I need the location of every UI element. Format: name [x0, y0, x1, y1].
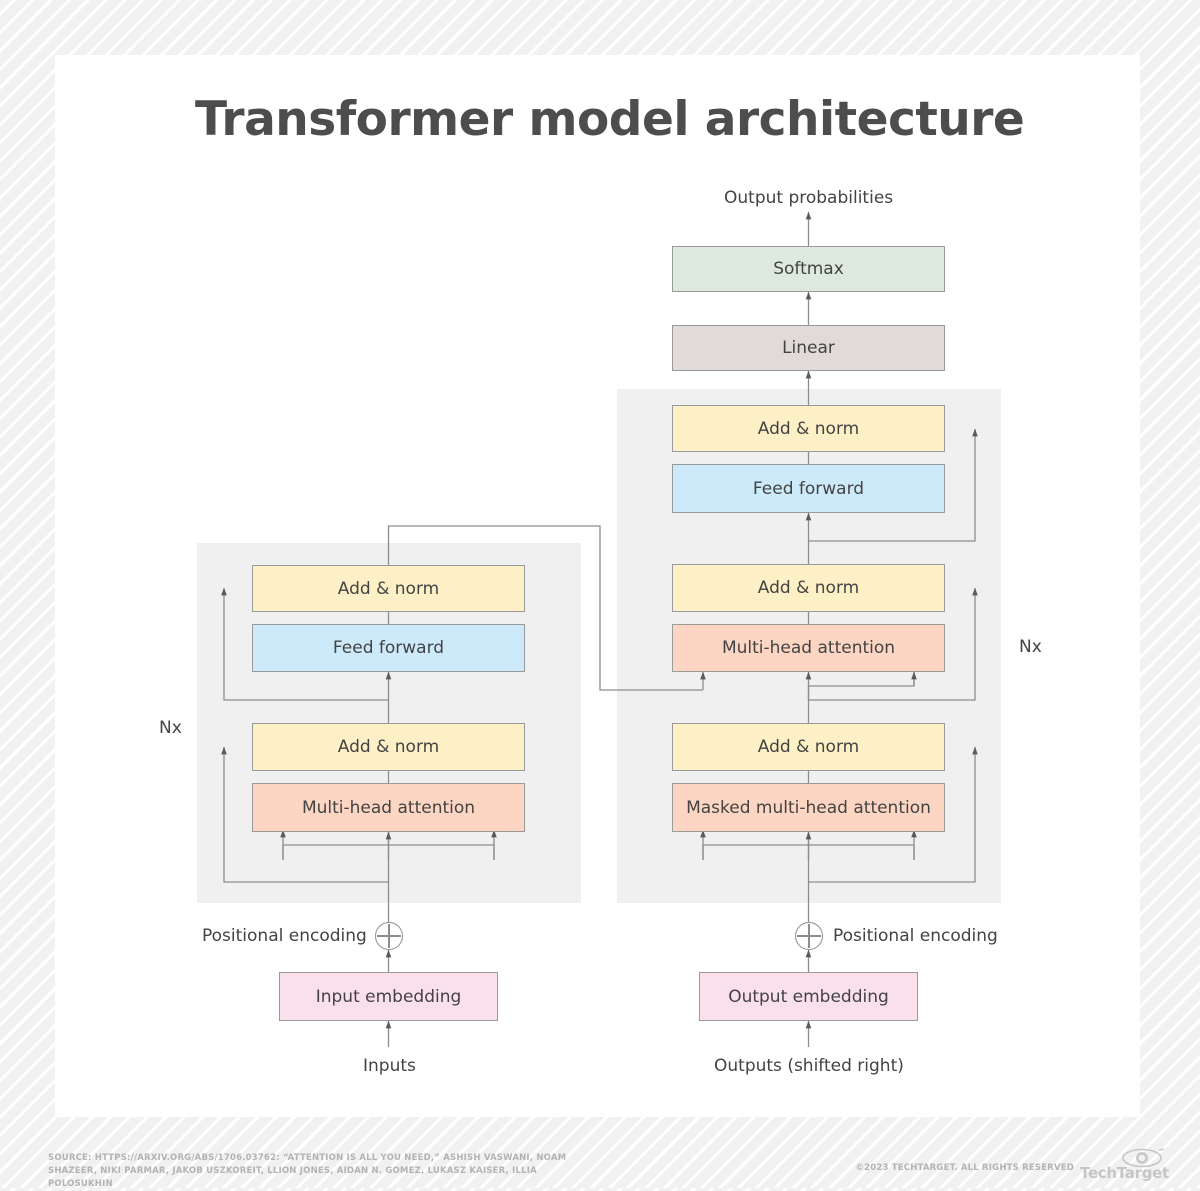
- encoder-input-label: Inputs: [363, 1056, 416, 1076]
- decoder-output-embedding-label: Output embedding: [728, 986, 889, 1007]
- decoder-positional-encoding-add-icon: [795, 922, 823, 950]
- encoder-feed-forward-label: Feed forward: [332, 638, 445, 658]
- encoder-add-norm-top-label: Add & norm: [337, 578, 440, 599]
- decoder-feed-forward-box: Feed forward: [672, 464, 945, 513]
- footer-source-text: SOURCE: HTTPS://ARXIV.ORG/ABS/1706.03762…: [48, 1153, 567, 1189]
- footer-copyright-text: ©2023 TECHTARGET. ALL RIGHTS RESERVED: [855, 1163, 1074, 1173]
- decoder-softmax-label: Softmax: [773, 259, 844, 279]
- encoder-multi-head-attention-box: Multi-head attention: [252, 783, 525, 832]
- decoder-add-norm-top-label: Add & norm: [757, 418, 860, 439]
- decoder-softmax-box: Softmax: [672, 246, 945, 292]
- encoder-add-norm-top-box: Add & norm: [252, 565, 525, 612]
- decoder-add-norm-top-box: Add & norm: [672, 405, 945, 452]
- decoder-linear-box: Linear: [672, 325, 945, 371]
- encoder-add-norm-bottom-label: Add & norm: [337, 737, 440, 757]
- page-title: Transformer model architecture: [195, 92, 1025, 147]
- decoder-input-label: Outputs (shifted right): [714, 1056, 904, 1076]
- techtarget-wordmark: TechTarget: [1080, 1164, 1169, 1182]
- techtarget-logo: TechTarget: [1080, 1148, 1172, 1182]
- decoder-multi-head-attention-box: Multi-head attention: [672, 624, 945, 672]
- encoder-input-embedding-box: Input embedding: [279, 972, 498, 1021]
- encoder-multi-head-attention-label: Multi-head attention: [301, 797, 476, 818]
- decoder-feed-forward-label: Feed forward: [752, 478, 865, 499]
- encoder-input-embedding-label: Input embedding: [315, 986, 462, 1007]
- encoder-feed-forward-box: Feed forward: [252, 624, 525, 672]
- decoder-positional-encoding-label: Positional encoding: [833, 926, 998, 946]
- decoder-multi-head-attention-label: Multi-head attention: [721, 638, 896, 658]
- decoder-masked-multi-head-attention-label: Masked multi-head attention: [686, 797, 931, 818]
- encoder-positional-encoding-label: Positional encoding: [202, 926, 367, 946]
- decoder-repeat-label: Nx: [1019, 637, 1042, 657]
- decoder-add-norm-middle-label: Add & norm: [757, 578, 860, 598]
- decoder-masked-multi-head-attention-box: Masked multi-head attention: [672, 783, 945, 832]
- decoder-output-probabilities-label: Output probabilities: [724, 188, 894, 208]
- encoder-repeat-label: Nx: [159, 718, 182, 738]
- decoder-linear-label: Linear: [782, 338, 835, 358]
- encoder-positional-encoding-add-icon: [375, 922, 403, 950]
- eye-icon: [1122, 1148, 1165, 1168]
- encoder-add-norm-bottom-box: Add & norm: [252, 723, 525, 771]
- decoder-add-norm-middle-box: Add & norm: [672, 564, 945, 612]
- decoder-add-norm-bottom-box: Add & norm: [672, 723, 945, 771]
- decoder-add-norm-bottom-label: Add & norm: [757, 737, 860, 757]
- decoder-output-embedding-box: Output embedding: [699, 972, 918, 1021]
